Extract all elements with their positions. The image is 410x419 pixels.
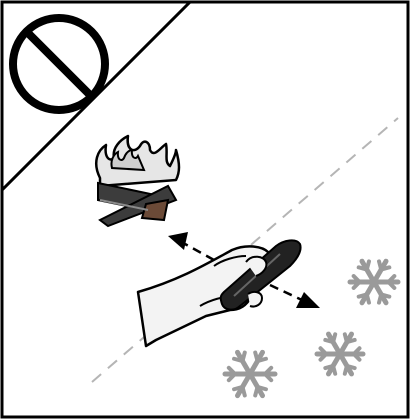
warning-illustration bbox=[0, 0, 410, 419]
